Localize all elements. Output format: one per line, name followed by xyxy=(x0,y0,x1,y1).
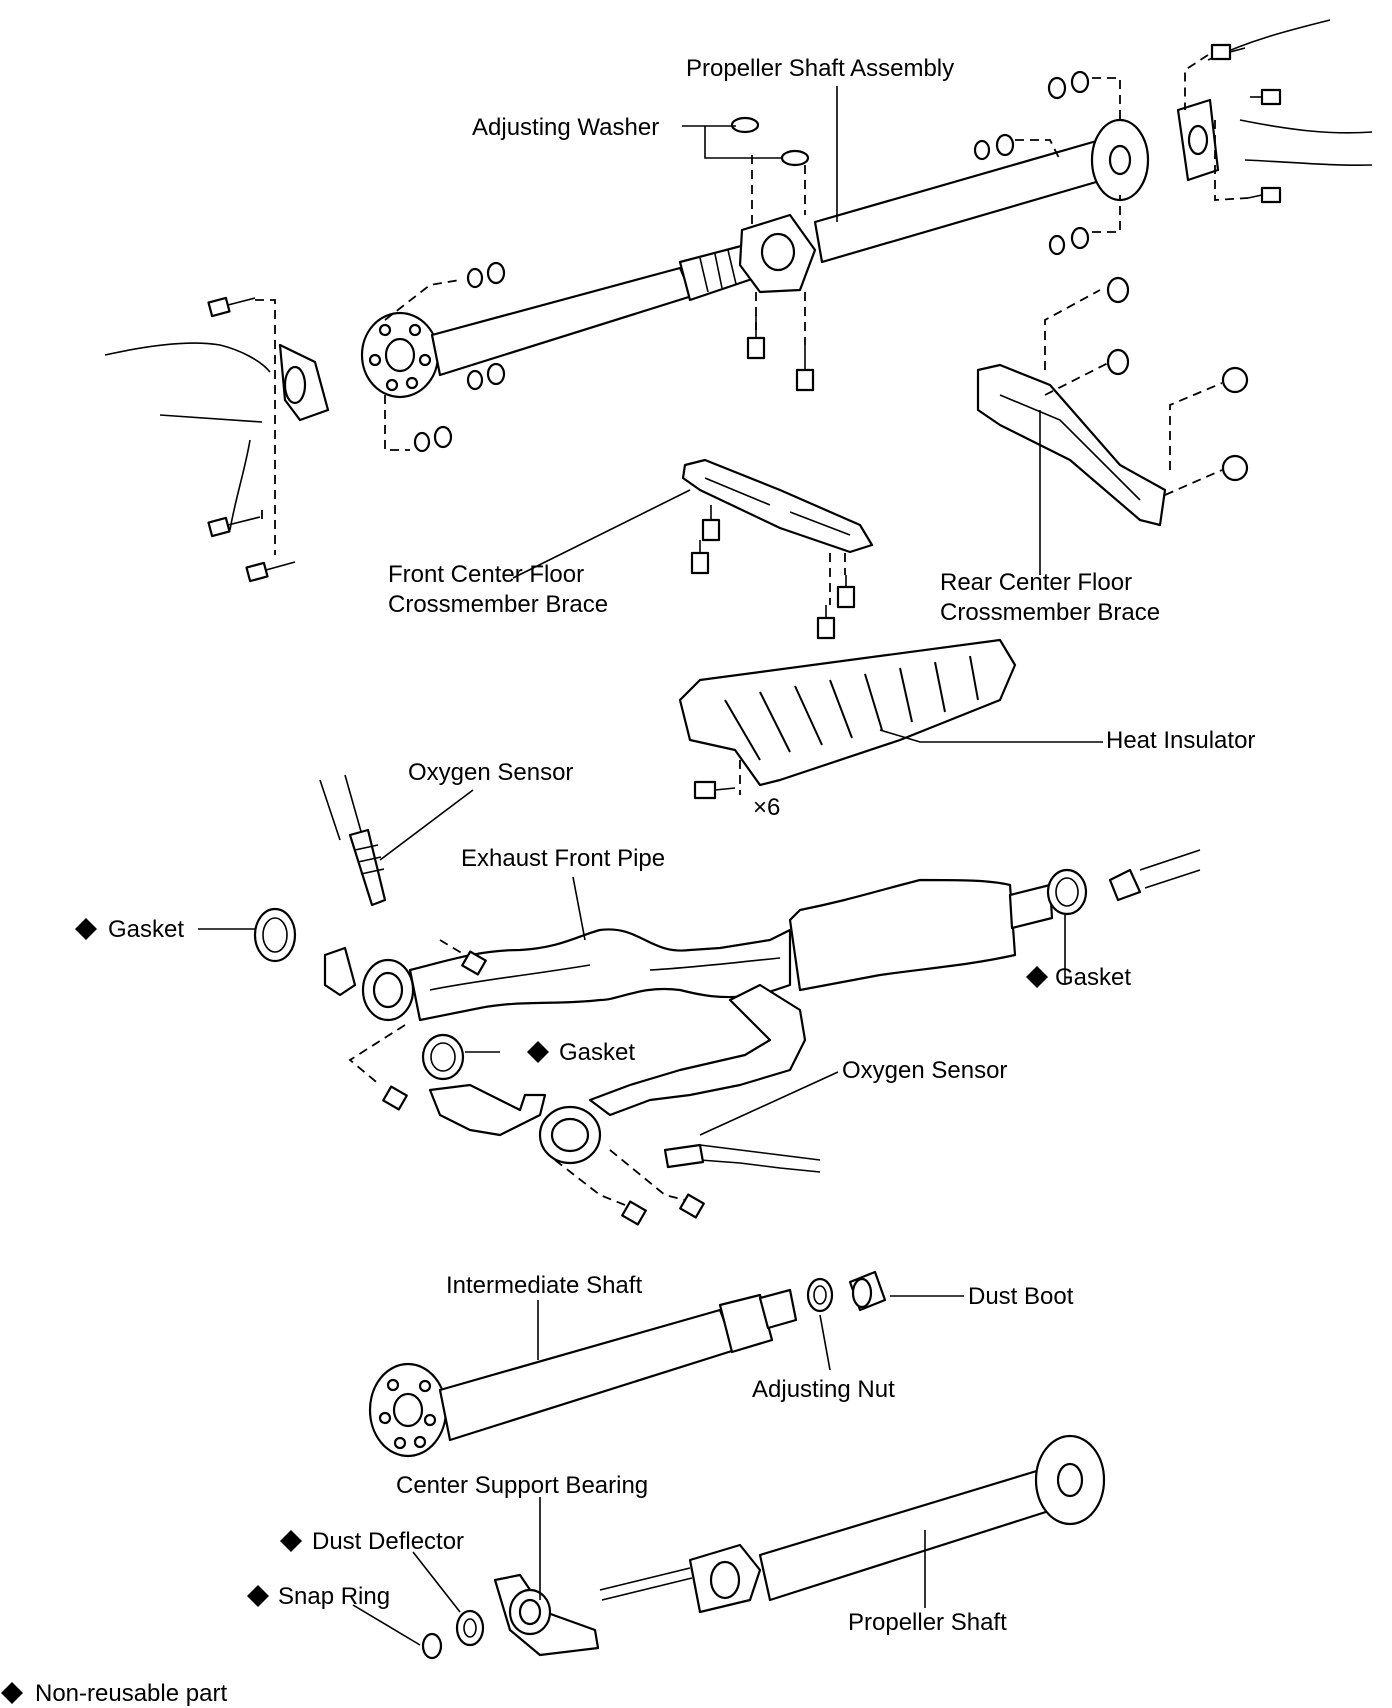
label-front-brace-line2: Crossmember Brace xyxy=(388,591,608,618)
exhaust-gaskets xyxy=(253,849,1201,1081)
label-oxygen-sensor-lower: Oxygen Sensor xyxy=(842,1057,1007,1084)
label-propeller-shaft-assembly: Propeller Shaft Assembly xyxy=(686,55,954,82)
label-gasket-left: Gasket xyxy=(108,916,184,943)
label-oxygen-sensor-upper: Oxygen Sensor xyxy=(408,759,573,786)
label-dust-deflector: Dust Deflector xyxy=(312,1528,464,1555)
label-front-brace-line1: Front Center Floor xyxy=(388,561,584,588)
label-heat-insulator: Heat Insulator xyxy=(1106,727,1255,754)
label-exhaust-front-pipe: Exhaust Front Pipe xyxy=(461,845,665,872)
label-gasket-right: Gasket xyxy=(1055,964,1131,991)
diamond-icon xyxy=(75,918,97,940)
front-center-floor-crossmember-brace xyxy=(681,458,874,640)
diamond-icon xyxy=(280,1530,302,1552)
diamond-icon xyxy=(247,1585,269,1607)
leader-lines xyxy=(198,86,1103,1646)
label-rear-brace-line1: Rear Center Floor xyxy=(940,569,1132,596)
label-rear-brace-line2: Crossmember Brace xyxy=(940,599,1160,626)
label-snap-ring: Snap Ring xyxy=(278,1583,390,1610)
label-dust-boot: Dust Boot xyxy=(968,1283,1074,1310)
diamond-icon xyxy=(527,1041,549,1063)
label-gasket-middle: Gasket xyxy=(559,1039,635,1066)
heat-insulator xyxy=(678,638,1017,800)
label-adjusting-washer: Adjusting Washer xyxy=(472,114,659,141)
label-heat-insulator-qty: ×6 xyxy=(753,794,780,821)
exhaust-front-pipe xyxy=(319,774,1054,1173)
adjusting-nut-and-dust-boot xyxy=(806,1270,887,1313)
diamond-icon xyxy=(1026,966,1048,988)
propeller-shaft xyxy=(599,1434,1106,1614)
legend-non-reusable-part: Non-reusable part xyxy=(35,1680,227,1707)
propeller-shaft-assembly xyxy=(360,118,1150,399)
dust-deflector-and-snap-ring xyxy=(421,1609,485,1660)
differential-flange xyxy=(1176,19,1373,182)
label-center-support-bearing: Center Support Bearing xyxy=(396,1472,648,1499)
rear-center-floor-crossmember-brace xyxy=(976,276,1249,527)
transmission-housing xyxy=(104,342,330,531)
diamond-icon xyxy=(1,1682,23,1704)
exhaust-fasteners xyxy=(348,939,705,1226)
label-intermediate-shaft: Intermediate Shaft xyxy=(446,1272,642,1299)
upper-fasteners xyxy=(207,43,1282,583)
center-support-bearing xyxy=(493,1573,600,1657)
legend: Non-reusable part xyxy=(1,1680,227,1707)
intermediate-shaft xyxy=(368,1288,798,1458)
label-propeller-shaft: Propeller Shaft xyxy=(848,1609,1007,1636)
label-adjusting-nut: Adjusting Nut xyxy=(752,1376,895,1403)
